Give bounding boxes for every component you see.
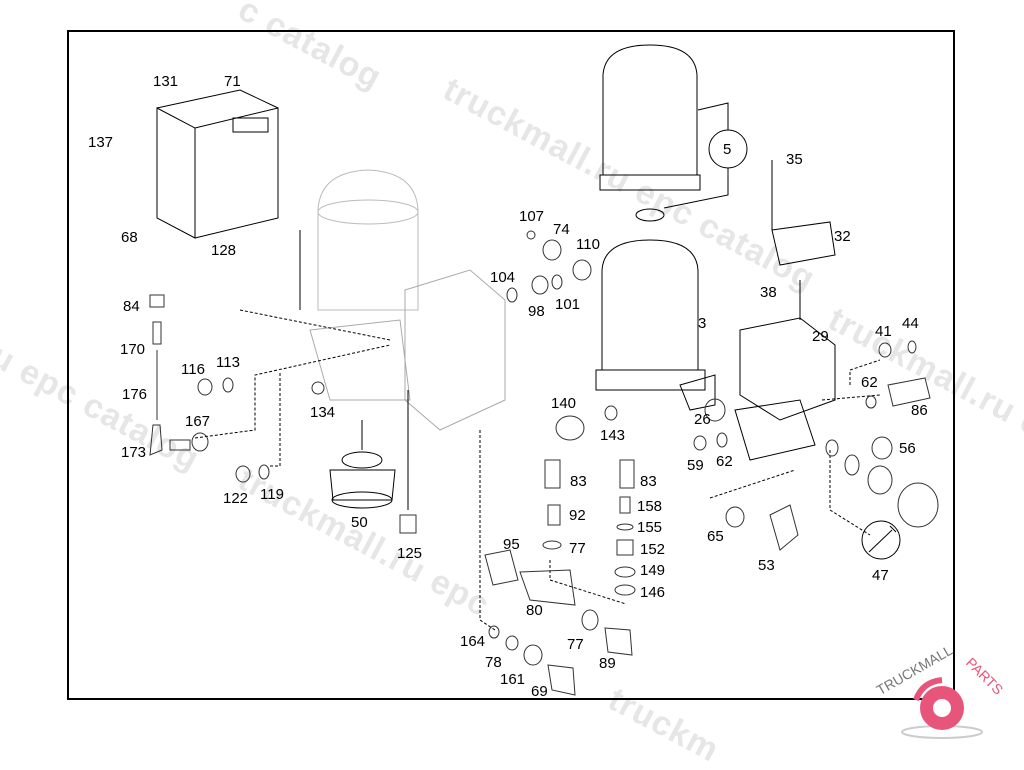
truckmall-parts-logo: TRUCKMALL PARTS xyxy=(862,642,1022,748)
callout-77[interactable]: 77 xyxy=(569,540,586,557)
leader-lines xyxy=(194,309,881,631)
callout-80[interactable]: 80 xyxy=(526,602,543,619)
callout-101[interactable]: 101 xyxy=(555,296,581,313)
callout-50[interactable]: 50 xyxy=(351,514,368,531)
valve-29 xyxy=(734,160,836,461)
gear-icon xyxy=(901,677,983,739)
diagram-frame xyxy=(67,30,955,700)
callout-74[interactable]: 74 xyxy=(553,221,570,238)
small-parts xyxy=(149,230,939,696)
callout-116[interactable]: 116 xyxy=(181,361,205,378)
bracket-housing-128 xyxy=(156,89,279,239)
callout-41[interactable]: 41 xyxy=(875,323,892,340)
callout-35[interactable]: 35 xyxy=(786,151,803,168)
callout-26[interactable]: 26 xyxy=(694,411,711,428)
bowl-50 xyxy=(329,420,396,509)
callout-173[interactable]: 173 xyxy=(121,444,147,461)
callout-53[interactable]: 53 xyxy=(758,557,775,574)
callout-29[interactable]: 29 xyxy=(812,328,829,345)
callout-110[interactable]: 110 xyxy=(576,236,600,253)
callout-68[interactable]: 68 xyxy=(121,229,138,246)
callout-65[interactable]: 65 xyxy=(707,528,724,545)
callout-95[interactable]: 95 xyxy=(503,536,520,553)
callout-107[interactable]: 107 xyxy=(519,208,545,225)
callout-83[interactable]: 83 xyxy=(640,473,657,490)
callout-62[interactable]: 62 xyxy=(716,453,733,470)
callout-83[interactable]: 83 xyxy=(570,473,587,490)
callout-78[interactable]: 78 xyxy=(485,654,502,671)
callout-38[interactable]: 38 xyxy=(760,284,777,301)
callout-167[interactable]: 167 xyxy=(185,413,211,430)
callout-3[interactable]: 3 xyxy=(698,315,707,332)
callout-158[interactable]: 158 xyxy=(637,498,663,515)
callout-69[interactable]: 69 xyxy=(531,683,548,700)
callout-140[interactable]: 140 xyxy=(551,395,577,412)
callout-125[interactable]: 125 xyxy=(397,545,423,562)
callout-47[interactable]: 47 xyxy=(872,567,889,584)
air-dryer-cartridge-left xyxy=(317,169,419,311)
valve-block-center xyxy=(309,269,506,431)
callout-131[interactable]: 131 xyxy=(153,73,179,90)
callout-59[interactable]: 59 xyxy=(687,457,704,474)
callout-71[interactable]: 71 xyxy=(224,73,241,90)
callout-44[interactable]: 44 xyxy=(902,315,919,332)
callout-164[interactable]: 164 xyxy=(460,633,486,650)
callout-77[interactable]: 77 xyxy=(567,636,584,653)
callout-176[interactable]: 176 xyxy=(122,386,148,403)
callout-152[interactable]: 152 xyxy=(640,541,666,558)
callout-161[interactable]: 161 xyxy=(500,671,526,688)
callout-170[interactable]: 170 xyxy=(120,341,146,358)
callout-89[interactable]: 89 xyxy=(599,655,616,672)
callout-137[interactable]: 137 xyxy=(88,134,114,151)
cartridge-3 xyxy=(595,239,716,411)
callout-84[interactable]: 84 xyxy=(123,298,140,315)
callout-122[interactable]: 122 xyxy=(223,490,249,507)
callout-92[interactable]: 92 xyxy=(569,507,586,524)
callout-62[interactable]: 62 xyxy=(861,374,878,391)
callout-149[interactable]: 149 xyxy=(640,562,666,579)
cartridge-5 xyxy=(599,44,748,222)
callout-119[interactable]: 119 xyxy=(260,486,284,503)
callout-113[interactable]: 113 xyxy=(216,354,240,371)
callout-104[interactable]: 104 xyxy=(490,269,516,286)
callout-32[interactable]: 32 xyxy=(834,228,851,245)
callout-98[interactable]: 98 xyxy=(528,303,545,320)
callout-86[interactable]: 86 xyxy=(911,402,928,419)
callout-5[interactable]: 5 xyxy=(723,141,732,158)
callout-146[interactable]: 146 xyxy=(640,584,666,601)
callout-56[interactable]: 56 xyxy=(899,440,916,457)
wrench-47 xyxy=(861,520,901,560)
callout-155[interactable]: 155 xyxy=(637,519,663,536)
callout-143[interactable]: 143 xyxy=(600,427,626,444)
parts-drawing xyxy=(149,44,939,696)
callout-134[interactable]: 134 xyxy=(310,404,336,421)
callout-128[interactable]: 128 xyxy=(211,242,237,259)
